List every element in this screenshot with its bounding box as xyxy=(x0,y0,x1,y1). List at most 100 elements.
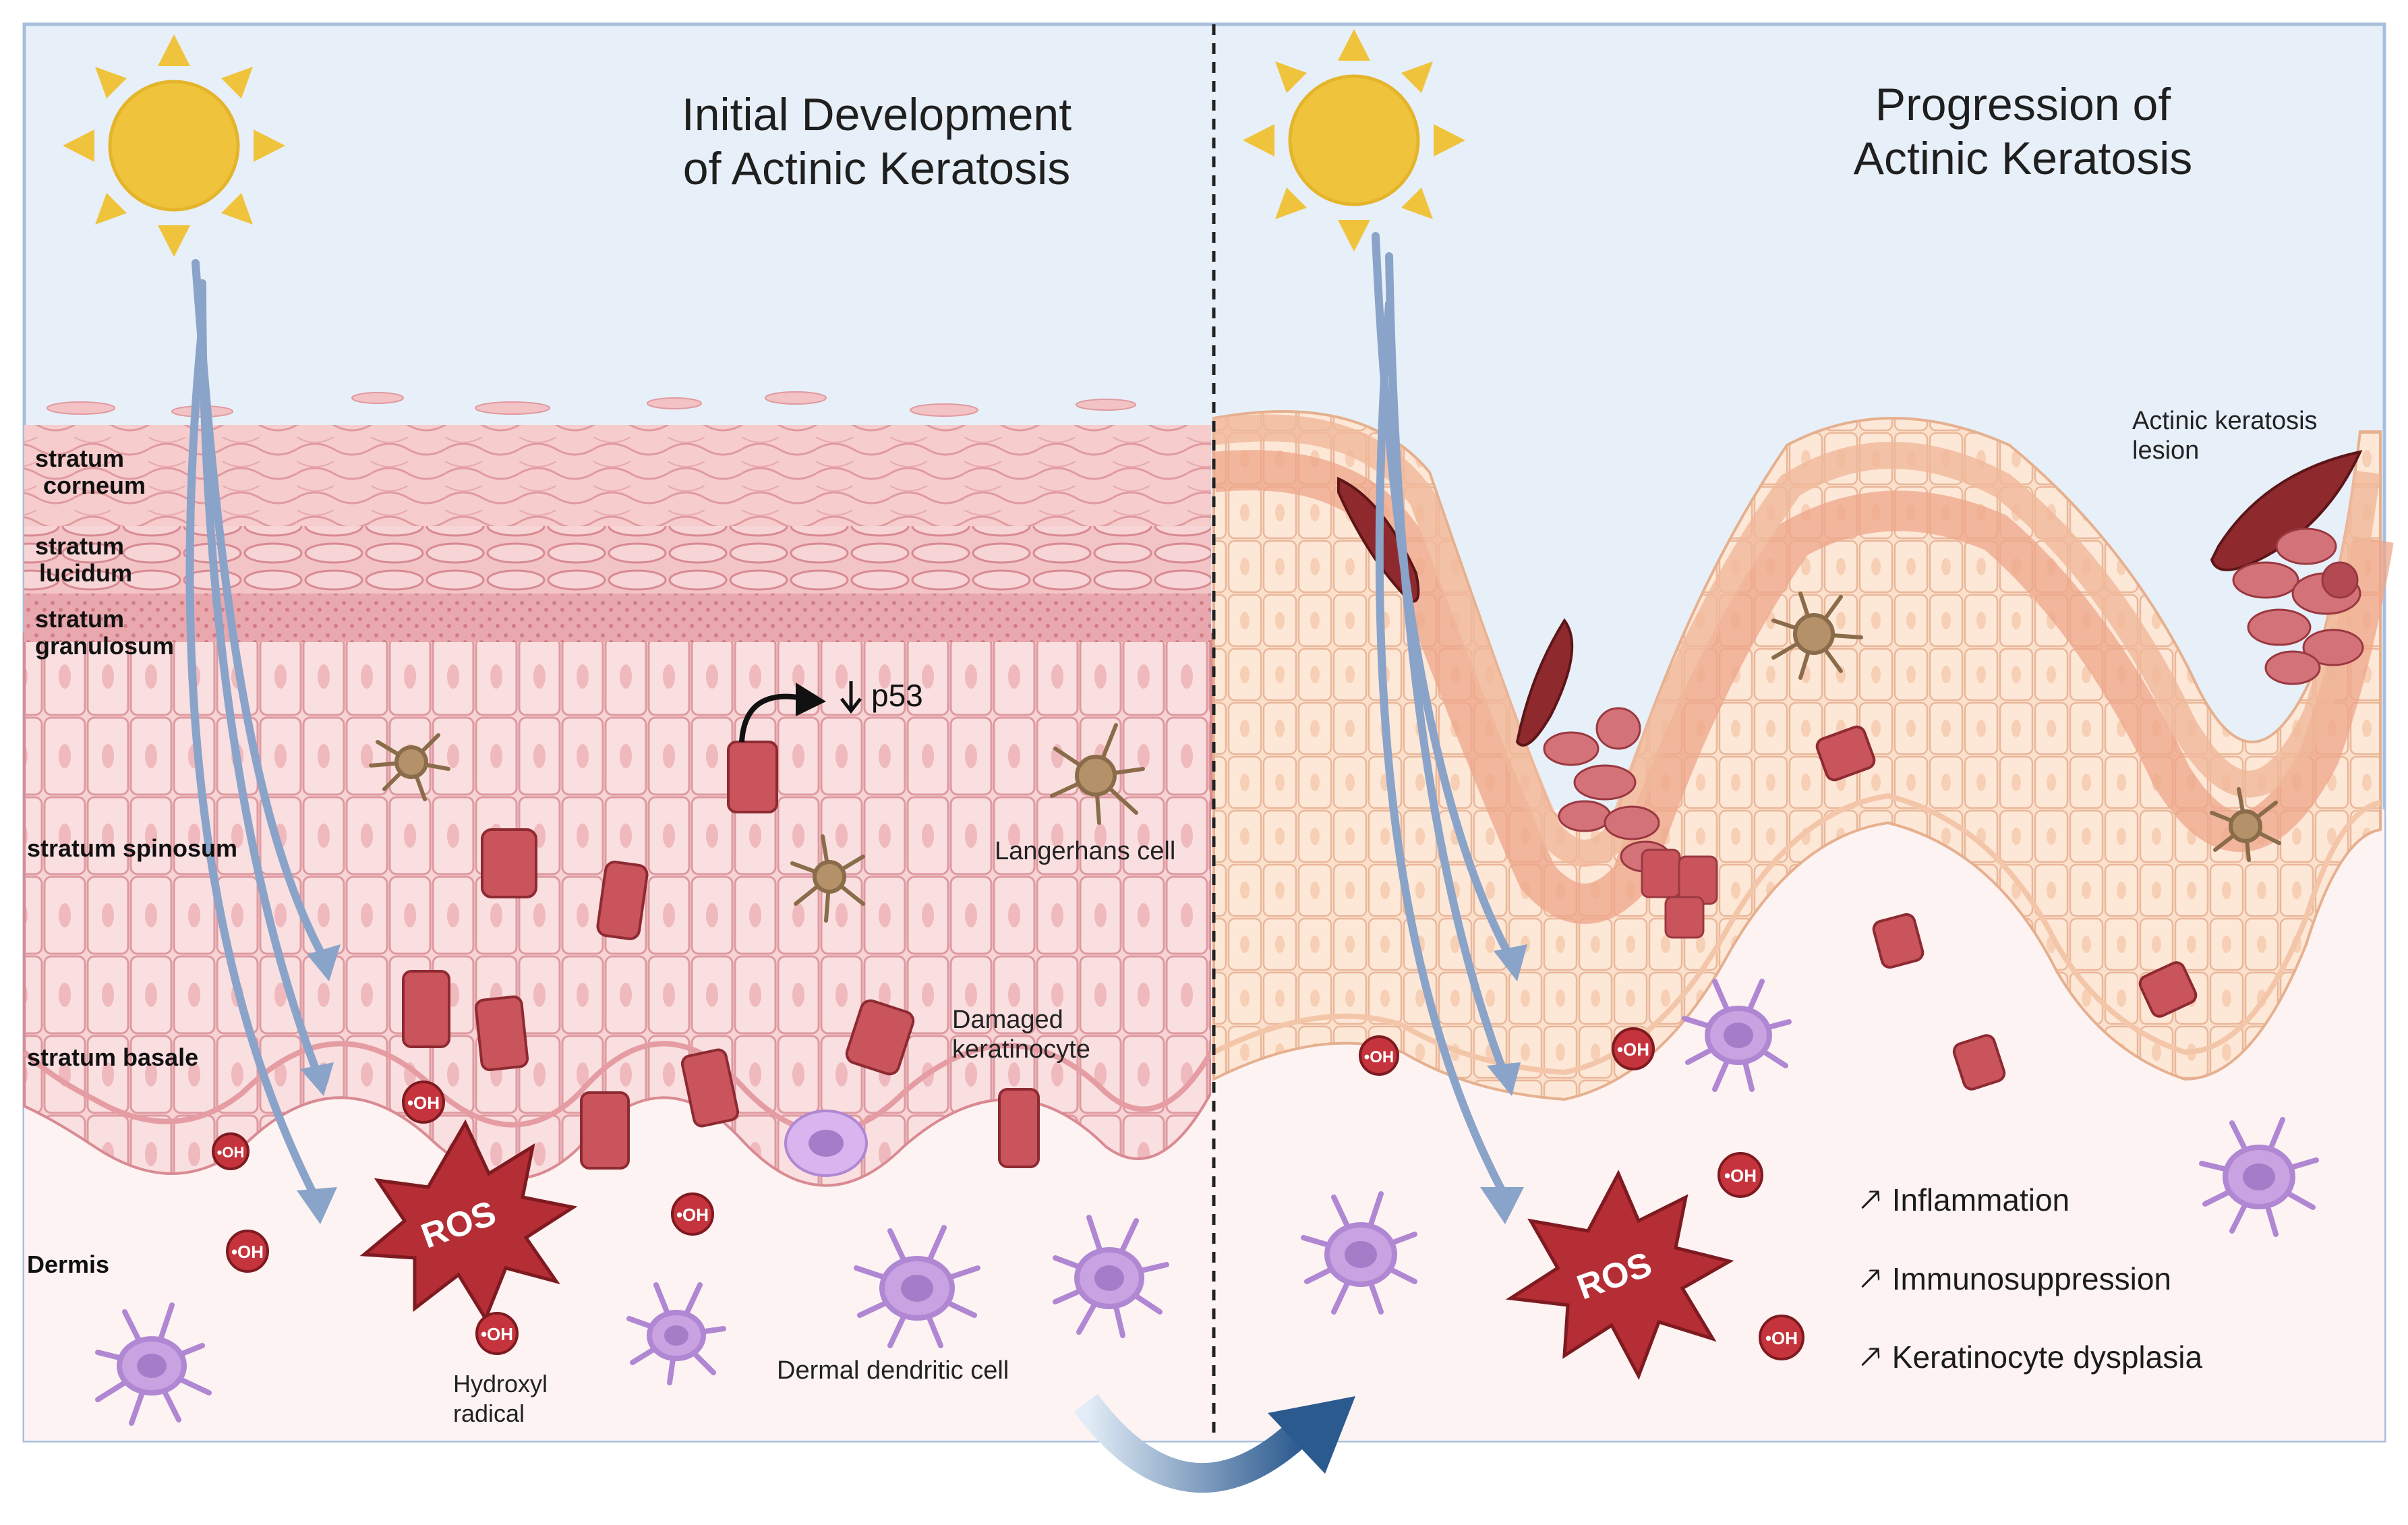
effect-text: Keratinocyte dysplasia xyxy=(1891,1340,2203,1375)
langerhans-cell xyxy=(2210,787,2281,862)
left-corneum xyxy=(24,425,1211,526)
p53-curved-arrow xyxy=(739,693,803,743)
right-title-line2: Actinic Keratosis xyxy=(1853,133,2193,184)
damaged-cell xyxy=(596,861,649,940)
left-basale-band xyxy=(22,1041,1214,1134)
label-stratum-granulosum: stratum granulosum xyxy=(35,606,291,660)
progression-arrowhead xyxy=(1268,1396,1355,1474)
label-line: Actinic keratosis xyxy=(2132,407,2318,435)
right-granular-band xyxy=(1212,450,2394,924)
oh-label: •OH xyxy=(231,1242,264,1262)
label-line: Hydroxyl xyxy=(453,1370,548,1398)
right-uv-arrowheads xyxy=(1480,944,1527,1224)
uv-ray xyxy=(1375,299,1508,1198)
damaged-cell xyxy=(481,828,537,898)
up-arrow-icon: 🡕 xyxy=(1860,1340,1881,1375)
oh-radical xyxy=(475,1312,519,1355)
right-langerhans-cells xyxy=(1771,592,2281,862)
right-basale-line xyxy=(1212,793,2381,1076)
left-panel-title: Initial Development of Actinic Keratosis xyxy=(607,88,1146,196)
oh-label: •OH xyxy=(407,1093,440,1113)
label-stratum-basale: stratum basale xyxy=(27,1043,199,1071)
left-langerhans-cells xyxy=(369,723,1145,923)
left-hydroxyl-radicals xyxy=(212,1081,714,1355)
oh-label: •OH xyxy=(481,1324,513,1344)
dermal-dendritic-cell xyxy=(1301,1191,1417,1315)
left-dendritic-cells xyxy=(95,1110,1169,1426)
p53-label: p53 xyxy=(871,678,923,713)
langerhans-cell xyxy=(369,733,450,801)
oh-label: •OH xyxy=(1364,1048,1394,1066)
p53-down-arrow xyxy=(840,681,862,714)
right-damaged-keratinocytes xyxy=(1815,725,2198,1091)
left-damaged-keratinocytes xyxy=(402,741,1040,1170)
dermal-dendritic-cell xyxy=(626,1282,726,1385)
damaged-cell xyxy=(1872,913,1925,969)
right-ros xyxy=(1505,1170,1734,1381)
label-stratum-corneum: stratum corneum xyxy=(35,445,291,499)
left-uv-arrowheads xyxy=(297,944,341,1224)
left-title-line2: of Actinic Keratosis xyxy=(682,143,1071,194)
oh-radical xyxy=(212,1132,249,1170)
label-line: radical xyxy=(453,1400,525,1427)
right-panel-title: Progression of Actinic Keratosis xyxy=(1753,78,2293,185)
label-line: lucidum xyxy=(39,559,133,587)
oh-radical xyxy=(1612,1027,1655,1070)
right-corneum-band xyxy=(1212,414,2380,867)
damaged-cell xyxy=(680,1048,740,1128)
ros-star xyxy=(1505,1170,1734,1381)
uv-ray xyxy=(185,320,321,1205)
oh-label: •OH xyxy=(1724,1166,1757,1186)
label-line: granulosum xyxy=(35,632,175,660)
hydroxyl-radical-label: Hydroxyl radical xyxy=(453,1369,548,1429)
effect-immunosuppression: 🡕 Immunosuppression xyxy=(1860,1256,2171,1311)
effect-text: Inflammation xyxy=(1891,1182,2070,1217)
oh-radical xyxy=(402,1081,445,1124)
damaged-cell xyxy=(845,999,915,1076)
right-uv-rays xyxy=(1372,232,1515,1198)
damaged-cell xyxy=(998,1088,1040,1168)
label-line: stratum xyxy=(35,605,125,633)
dysplastic-cells-right xyxy=(2232,527,2364,685)
label-stratum-spinosum: stratum spinosum xyxy=(27,834,238,862)
damaged-cell xyxy=(1815,725,1876,782)
lesion-mid-crust xyxy=(1515,618,1574,747)
langerhans-cell xyxy=(1771,592,1863,680)
label-line: stratum xyxy=(35,444,125,472)
oh-radical xyxy=(1359,1035,1399,1076)
dermal-dendritic-cell-label: Dermal dendritic cell xyxy=(777,1356,1009,1385)
right-sun xyxy=(1243,29,1465,252)
label-line: corneum xyxy=(43,471,146,499)
damaged-cell xyxy=(2138,961,2198,1018)
oh-label: •OH xyxy=(1617,1039,1649,1060)
oh-radical xyxy=(671,1192,714,1236)
langerhans-cell xyxy=(1050,723,1145,825)
uv-ray xyxy=(1385,252,1508,1076)
dermal-dendritic-cell xyxy=(1682,979,1792,1092)
dermal-dendritic-cell xyxy=(1053,1215,1169,1338)
dermal-dendritic-cell xyxy=(2199,1117,2319,1237)
actinic-keratosis-lesion-crust xyxy=(2210,450,2363,571)
oh-radical xyxy=(226,1230,269,1273)
langerhans-cell xyxy=(790,834,865,923)
damaged-cell xyxy=(402,970,450,1048)
effect-inflammation: 🡕 Inflammation xyxy=(1860,1177,2069,1232)
up-arrow-icon: 🡕 xyxy=(1860,1261,1881,1297)
oh-label: •OH xyxy=(676,1205,709,1225)
dying-cell xyxy=(784,1110,868,1177)
damaged-cell xyxy=(727,741,778,813)
left-sun xyxy=(63,34,285,257)
damaged-keratinocyte-label: Damaged keratinocyte xyxy=(952,1005,1090,1064)
damaged-cell xyxy=(580,1091,630,1170)
effect-text: Immunosuppression xyxy=(1891,1261,2171,1296)
progression-arrow xyxy=(1074,1393,1312,1493)
oh-radical xyxy=(1717,1152,1763,1198)
right-dendritic-cells xyxy=(1301,979,2319,1315)
oh-label: •OH xyxy=(217,1144,245,1161)
actinic-keratosis-lesion-label: Actinic keratosis lesion xyxy=(2132,406,2318,465)
left-uv-rays xyxy=(185,259,328,1205)
up-arrow-icon: 🡕 xyxy=(1860,1182,1881,1218)
label-line: Damaged xyxy=(952,1006,1063,1034)
uv-ray xyxy=(198,279,321,1076)
